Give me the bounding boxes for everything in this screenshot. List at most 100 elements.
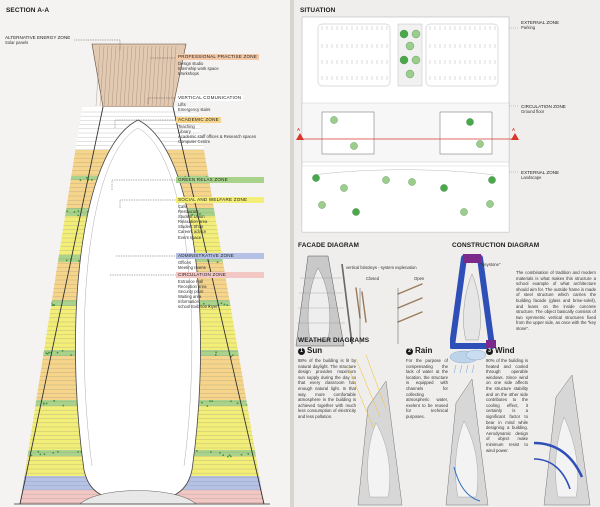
facade-closed-label: Closed (366, 276, 380, 281)
tree (318, 201, 326, 209)
solar-panel-line (99, 45, 105, 107)
zone-vertical-item-0: Lifts (178, 102, 186, 107)
zone-academic-item-2: Academic staff offices & Research spaces (178, 134, 257, 140)
plant-dot (240, 260, 243, 262)
situation-zone-parking: EXTERNAL ZONE (521, 20, 560, 25)
zone-social-item-4: Student Shop (178, 224, 204, 230)
zone-admin-label: ADMINISTRATIVE ZONE (176, 253, 264, 259)
plant-dot (27, 403, 29, 405)
plant-dot (65, 259, 68, 262)
tree (405, 69, 415, 79)
zone-circulation-item-3: Waiting area (178, 294, 202, 300)
plant-dot (52, 451, 54, 454)
plant-dot (20, 352, 22, 355)
weather-rain-label: Rain (415, 346, 433, 355)
zone-practise-items: Design studio Internship work space Work… (178, 61, 219, 76)
marker-a-right-arrow (511, 133, 519, 140)
plant-dot (79, 179, 82, 182)
site-plan (298, 16, 519, 233)
plant-dot (206, 405, 209, 407)
zone-admin-items: Offices Meeting rooms (178, 260, 206, 270)
tree (352, 208, 360, 216)
plant-dot (260, 303, 262, 306)
zone-academic-item-0: Teaching (178, 124, 195, 129)
zone-admin-item-1: Meeting rooms (178, 265, 206, 271)
plant-dot (78, 260, 80, 262)
plant-dot (257, 451, 259, 454)
zone-social-item-3: Relaxation area (178, 219, 208, 225)
zone-vertical-label: VERTICAL COMUNICATION (176, 95, 244, 101)
plant-dot (34, 351, 36, 354)
construction-drawing (450, 254, 496, 349)
plant-dot (58, 179, 60, 181)
plant-dot (240, 453, 243, 456)
plant-dot (250, 303, 252, 306)
section-drawing (14, 39, 270, 505)
plant-dot (32, 302, 35, 304)
plant-dot (36, 210, 38, 213)
situation-title: SITUATION (300, 7, 336, 14)
plant-dot (242, 354, 245, 356)
plant-dot (268, 451, 270, 453)
plant-dot (24, 404, 26, 407)
situation-zone-parking-sub: Parking (521, 25, 536, 30)
plant-dot (50, 177, 52, 180)
zone-vertical-items: Lifts Emergency stairs (178, 102, 210, 112)
zone-circulation-item-5: school Exibition foyer (178, 304, 218, 310)
plant-dot (77, 210, 80, 212)
plant-dot (199, 213, 201, 215)
plant-dot (263, 258, 264, 261)
plant-dot (31, 177, 34, 180)
facade-drawing (295, 255, 423, 347)
plant-dot (43, 453, 46, 456)
plant-dot (201, 401, 203, 404)
plant-dot (43, 402, 45, 405)
plant-dot (35, 260, 37, 262)
plant-dot (20, 405, 23, 408)
plant-dot (77, 214, 79, 217)
plant-dot (20, 402, 22, 405)
plant-dot (50, 302, 53, 304)
solar-panel-line (131, 45, 137, 107)
plant-dot (46, 352, 49, 355)
wind-tower (533, 374, 591, 506)
plant-dot (244, 210, 246, 212)
plant-dot (32, 257, 35, 260)
plant-dot (42, 351, 44, 354)
tree (405, 41, 415, 51)
facade-title: FACADE DIAGRAM (298, 242, 359, 249)
facade-open-label: Open (414, 276, 425, 281)
keystone-label: "Keystone" (480, 262, 501, 267)
solar-panel-line (155, 45, 161, 107)
weather-sun-label: Sun (307, 346, 323, 355)
plant-dot (70, 354, 72, 356)
solar-panel-line (163, 45, 169, 107)
plant-dot (230, 355, 232, 358)
solar-panel-line (135, 45, 141, 107)
plant-dot (51, 214, 53, 216)
construction-title: CONSTRUCTION DIAGRAM (452, 242, 540, 249)
plant-dot (53, 400, 55, 402)
situation-zone-landscape: EXTERNAL ZONE (521, 170, 560, 175)
plant-dot (252, 401, 255, 403)
plant-dot (236, 402, 239, 404)
plant-dot (62, 179, 65, 182)
plant-dot (39, 179, 42, 182)
plant-dot (86, 176, 88, 179)
zone-energy-label: ALTERNATIVE ENERGY ZONE (5, 35, 71, 40)
weather-rain-text: For the purpose of compensating the lack… (406, 358, 448, 419)
plant-dot (24, 401, 27, 403)
section-title: SECTION A-A (6, 7, 50, 14)
plant-dot (216, 261, 219, 263)
tree (340, 184, 348, 192)
plant-dot (230, 455, 232, 458)
plant-dot (57, 451, 59, 453)
zone-vertical-item-1: Emergency stairs (178, 107, 211, 113)
sun-tower (347, 354, 403, 506)
plant-dot (232, 300, 235, 302)
plant-dot (45, 352, 47, 354)
ground-floor-left (321, 111, 375, 155)
plant-dot (26, 209, 28, 211)
solar-panel-line (103, 45, 109, 107)
